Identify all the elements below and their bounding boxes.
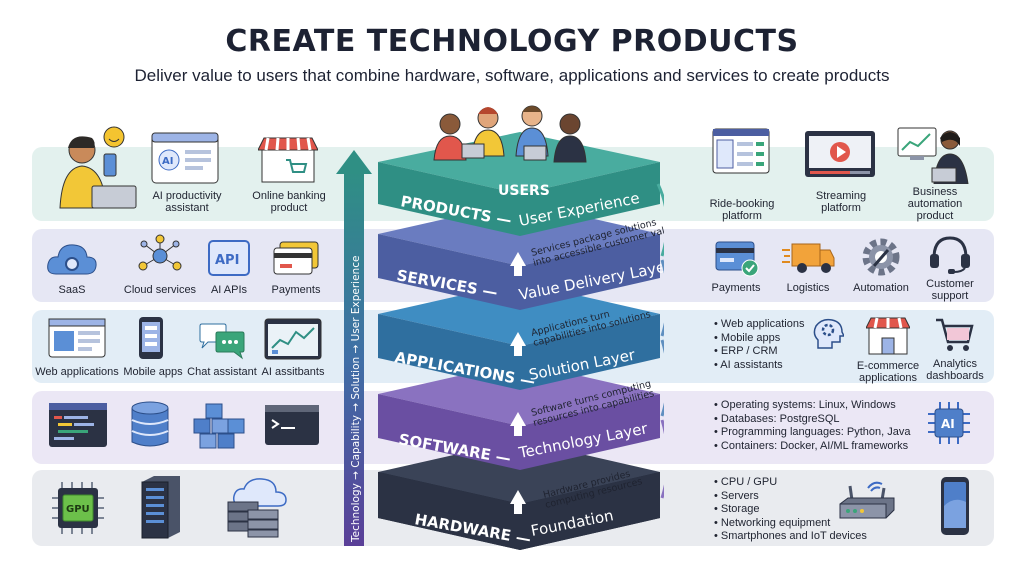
chat-bubble-icon — [199, 323, 245, 360]
ai-chip-icon: AI — [928, 402, 970, 444]
product-business-automation: Business automation product — [907, 186, 963, 222]
svg-text:AI: AI — [162, 156, 173, 167]
api-icon: API — [208, 240, 250, 276]
online-shop-icon — [258, 137, 318, 183]
app-ecommerce-applications: E-commerce applications — [856, 360, 920, 384]
product-ride-booking: Ride-booking platform — [709, 198, 775, 222]
product-ai-productivity-assistant: AI productivity assistant — [152, 190, 222, 214]
shopping-cart-icon — [936, 318, 974, 351]
layer-stack: HARDWARE — Foundation SOFTWARE — Technol… — [378, 105, 664, 550]
containers-icon — [193, 403, 245, 449]
users-label: USERS — [498, 183, 550, 199]
svg-text:API: API — [215, 253, 239, 268]
list-item: • Databases: PostgreSQL — [714, 412, 840, 425]
list-item: • CPU / GPU — [714, 476, 778, 488]
app-chat-assistant: Chat assistant — [187, 366, 257, 378]
list-item: • ERP / CRM — [714, 345, 778, 357]
brain-gear-icon — [813, 318, 844, 349]
service-payments: Payments — [271, 284, 321, 296]
server-icon — [141, 476, 180, 539]
app-mobile-apps: Mobile apps — [123, 366, 183, 378]
smartphone-icon — [941, 477, 969, 535]
list-item: • Containers: Docker, AI/ML frameworks — [714, 439, 909, 452]
network-icon — [138, 234, 182, 271]
delivery-truck-icon — [782, 243, 835, 273]
service-payments-right: Payments — [711, 282, 761, 294]
applications-list: • Web applications • Mobile apps • ERP /… — [714, 318, 804, 372]
service-logistics: Logistics — [786, 282, 830, 294]
router-icon — [839, 481, 895, 519]
product-streaming-platform: Streaming platform — [815, 190, 867, 214]
service-automation: Automation — [853, 282, 909, 294]
svg-text:GPU: GPU — [66, 504, 90, 515]
page-title: CREATE TECHNOLOGY PRODUCTS — [225, 24, 799, 59]
headset-support-icon — [930, 236, 970, 274]
mobile-phone-icon — [139, 317, 163, 359]
cloud-storage-icon — [227, 478, 287, 538]
list-item: • Programming languages: Python, Java — [714, 426, 911, 438]
app-analytics-dashboards: Analytics dashboards — [926, 358, 984, 382]
list-item: • Storage — [714, 503, 760, 515]
product-online-banking: Online banking product — [252, 190, 326, 214]
software-list: • Operating systems: Linux, Windows • Da… — [714, 399, 910, 453]
payment-card-check-icon — [715, 241, 759, 277]
app-web-applications: Web applications — [35, 366, 119, 378]
list-item: • Smartphones and IoT devices — [714, 530, 867, 542]
axis-label: Technology → Capability → Solution → Use… — [350, 256, 362, 543]
database-icon — [131, 401, 169, 447]
page-subtitle: Deliver value to users that combine hard… — [134, 66, 890, 85]
ai-assistant-window-icon: AI — [151, 132, 219, 184]
service-customer-support: Customer support — [926, 278, 974, 302]
card-icon — [273, 241, 319, 275]
service-ai-apis: AI APIs — [210, 284, 248, 296]
person-laptop-icon — [59, 126, 137, 209]
svg-text:AI: AI — [941, 417, 955, 431]
service-cloud-services: Cloud services — [123, 284, 197, 296]
ecommerce-store-icon — [866, 317, 910, 355]
list-item: • Servers — [714, 489, 759, 502]
terminal-icon — [265, 405, 319, 445]
progression-axis-arrow: Technology → Capability → Solution → Use… — [336, 150, 372, 546]
list-item: • Mobile apps — [714, 331, 781, 344]
streaming-player-icon — [805, 131, 875, 177]
list-item: • AI assistants — [714, 358, 783, 371]
browser-window-icon — [48, 318, 106, 358]
users-group-icon — [433, 105, 587, 163]
ride-booking-window-icon — [712, 128, 770, 174]
list-item: • Operating systems: Linux, Windows — [714, 399, 896, 411]
service-saas: SaaS — [58, 284, 86, 296]
business-person-dashboard-icon — [897, 127, 969, 184]
dashboard-window-icon — [264, 318, 322, 360]
code-window-icon — [49, 403, 107, 447]
app-ai-assistants: AI assitbants — [261, 366, 325, 378]
hardware-list: • CPU / GPU • Servers • Storage • Networ… — [714, 476, 867, 544]
automation-gear-icon — [862, 238, 900, 276]
cloud-gear-icon — [47, 244, 97, 275]
gpu-chip-icon: GPU — [52, 482, 104, 534]
list-item: • Networking equipment — [714, 516, 831, 529]
list-item: • Web applications — [714, 318, 805, 330]
